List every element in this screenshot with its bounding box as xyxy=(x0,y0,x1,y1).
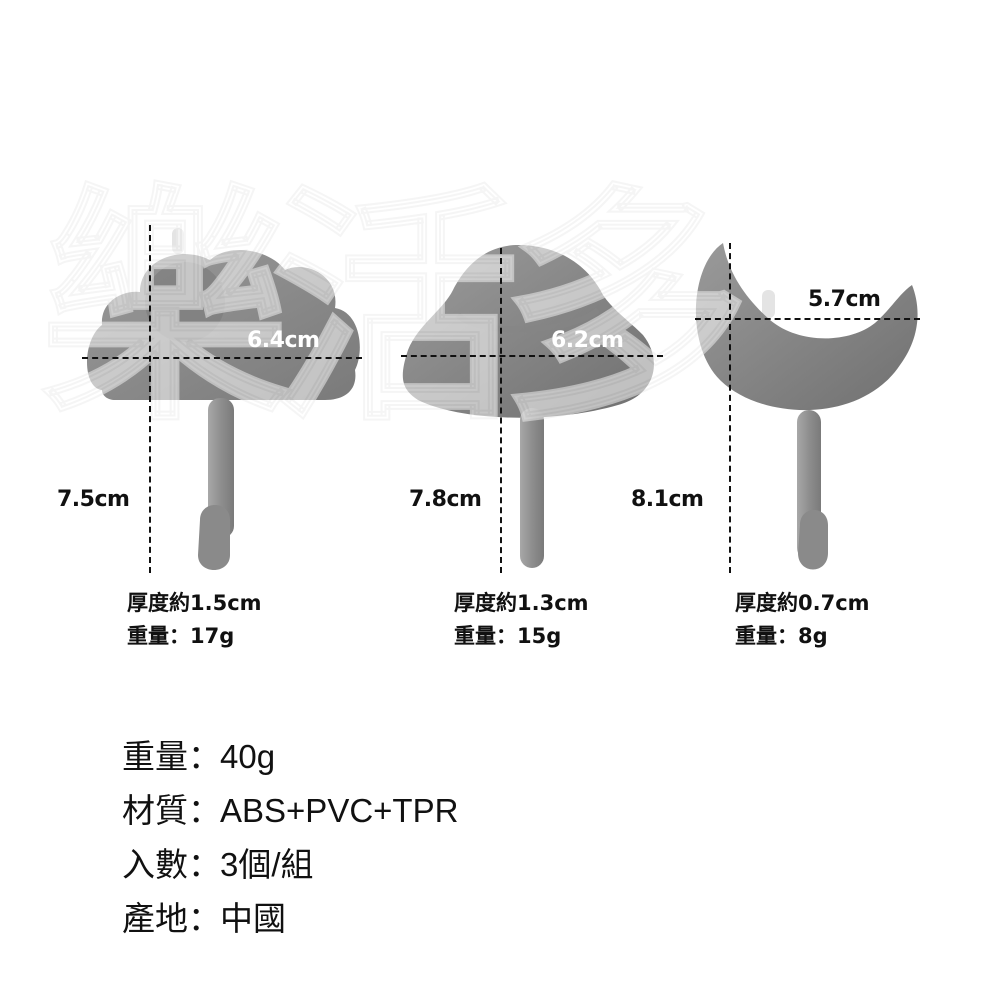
cloud-weight: 重量：17g xyxy=(127,624,235,648)
summary-value: 3個/組 xyxy=(220,846,314,883)
summary-row-material: 材質：ABS+PVC+TPR xyxy=(122,784,458,838)
bell-height-label: 7.8cm xyxy=(409,487,482,512)
summary-label: 重量 xyxy=(122,738,188,775)
summary-label: 產地 xyxy=(122,900,188,937)
moon-weight: 重量：8g xyxy=(735,624,828,648)
moon-height-label: 8.1cm xyxy=(631,487,704,512)
cloud-width-label: 6.4cm xyxy=(247,328,320,353)
moon-width-label: 5.7cm xyxy=(808,287,881,312)
summary-label: 材質 xyxy=(122,792,188,829)
summary-value: ABS+PVC+TPR xyxy=(220,792,459,829)
cloud-width-line xyxy=(82,357,362,359)
summary-value: 中國 xyxy=(220,900,286,937)
cloud-height-line xyxy=(149,225,151,573)
summary-value: 40g xyxy=(220,738,276,775)
cloud-height-label: 7.5cm xyxy=(57,487,130,512)
cloud-thickness: 厚度約1.5cm xyxy=(127,591,262,615)
bell-width-line xyxy=(401,355,663,357)
moon-height-line xyxy=(729,243,731,573)
summary-row-weight: 重量：40g xyxy=(122,730,458,784)
bell-hook-image xyxy=(402,245,654,568)
colon: ： xyxy=(188,846,221,883)
moon-width-line xyxy=(695,318,920,320)
colon: ： xyxy=(188,900,221,937)
moon-thickness: 厚度約0.7cm xyxy=(735,591,870,615)
summary-row-origin: 產地：中國 xyxy=(122,892,458,946)
moon-hook-image xyxy=(695,243,918,570)
summary-label: 入數 xyxy=(122,846,188,883)
product-summary: 重量：40g 材質：ABS+PVC+TPR 入數：3個/組 產地：中國 xyxy=(122,730,458,946)
cloud-specs: 厚度約1.5cm 重量：17g xyxy=(127,587,262,653)
colon: ： xyxy=(188,792,221,829)
cloud-hook-image xyxy=(87,228,360,570)
colon: ： xyxy=(188,738,221,775)
bell-weight: 重量：15g xyxy=(454,624,562,648)
bell-specs: 厚度約1.3cm 重量：15g xyxy=(454,587,589,653)
moon-specs: 厚度約0.7cm 重量：8g xyxy=(735,587,870,653)
summary-row-quantity: 入數：3個/組 xyxy=(122,838,458,892)
bell-thickness: 厚度約1.3cm xyxy=(454,591,589,615)
bell-width-label: 6.2cm xyxy=(551,328,624,353)
bell-height-line xyxy=(500,248,502,573)
